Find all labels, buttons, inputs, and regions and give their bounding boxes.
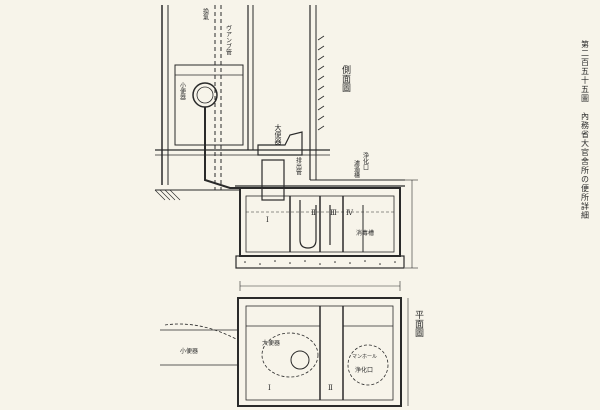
chamber-1-label: Ⅰ: [266, 216, 269, 224]
plan-view: 大便器 小便器 マンホール 浄化口 Ⅰ Ⅱ 平面圖: [160, 281, 424, 407]
filter-chamber-label: 消毒槽: [356, 229, 374, 237]
figure-title: 第二百五十五圖 內務省大官舍所の便所詳細: [581, 39, 590, 220]
plan-view-label: 平面圖: [413, 310, 424, 338]
toilet-label: 大便器: [274, 123, 282, 146]
plan-chamber-2: Ⅱ: [328, 384, 333, 392]
cleanout-plan-label: 浄化口: [355, 366, 373, 374]
vent-material-label: ヴアンブ管: [225, 24, 232, 56]
chamber-3-label: Ⅲ: [330, 209, 337, 217]
filter-label: 濾過槽: [353, 159, 360, 179]
manhole-plan-label: マンホール: [352, 354, 377, 360]
cleanout-label: 浄化口: [362, 151, 369, 171]
toilet-plan-label: 大便器: [262, 339, 280, 347]
drain-label: 排出管: [295, 156, 302, 176]
septic-tank-plan: [237, 297, 402, 407]
urinal-plan-label: 小便器: [180, 347, 198, 355]
vent-label: 換氣: [202, 7, 209, 20]
plan-chamber-1: Ⅰ: [268, 384, 271, 392]
toilet-bowl: [257, 131, 303, 156]
chamber-2-label: Ⅱ: [311, 209, 316, 217]
chamber-4-label: Ⅳ: [346, 209, 354, 217]
section-view-label: 側面圖: [340, 64, 351, 93]
urinal-label: 小便器: [179, 81, 186, 101]
section-view: 換氣 ヴアンブ管 小便器 大便器 排出管 浄化口 濾過槽 側面圖: [154, 5, 418, 269]
